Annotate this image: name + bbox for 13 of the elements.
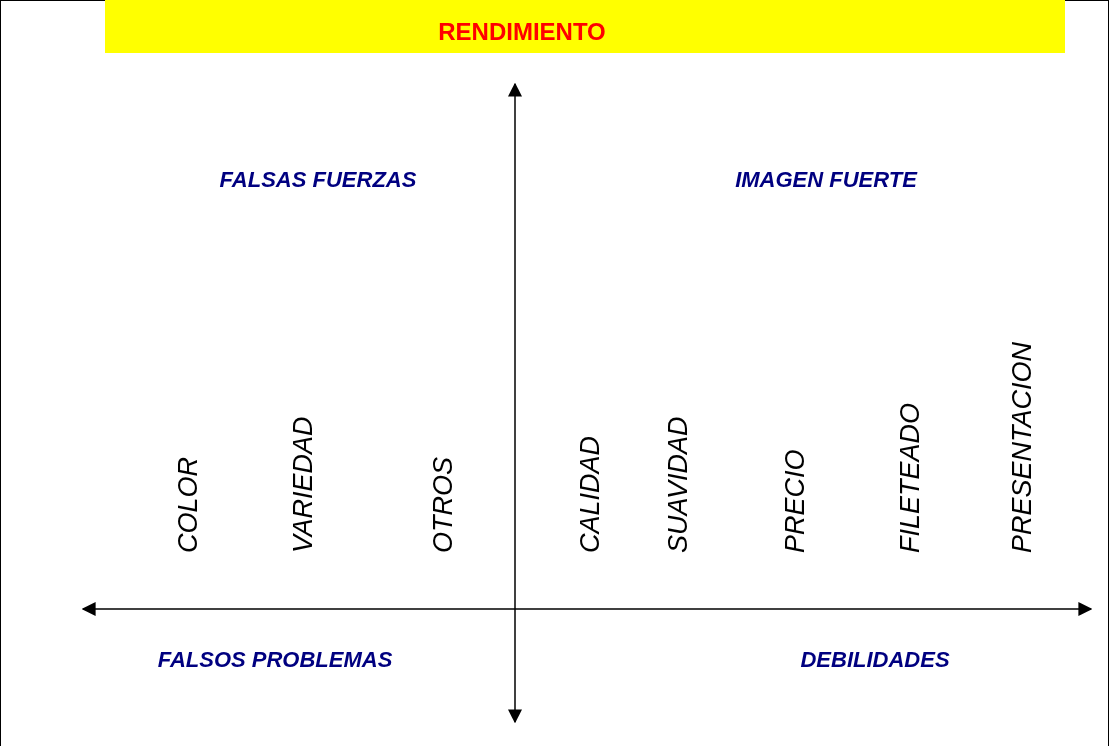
attribute-label: SUAVIDAD	[663, 416, 693, 553]
quadrant-label: FALSOS PROBLEMAS	[157, 647, 393, 673]
title: RENDIMIENTO	[438, 17, 606, 47]
attribute-label: FILETEADO	[895, 402, 925, 553]
attribute-label: COLOR	[173, 456, 203, 553]
quadrant-label: FALSAS FUERZAS	[219, 167, 417, 193]
attribute-label: VARIEDAD	[288, 416, 318, 553]
attribute-label: PRECIO	[780, 449, 810, 553]
quadrant-label: IMAGEN FUERTE	[735, 167, 917, 193]
attribute-label: CALIDAD	[575, 435, 605, 553]
quadrant-label: DEBILIDADES	[800, 647, 950, 673]
attribute-label: OTROS	[428, 457, 458, 553]
attribute-label: PRESENTACION	[1007, 341, 1037, 553]
